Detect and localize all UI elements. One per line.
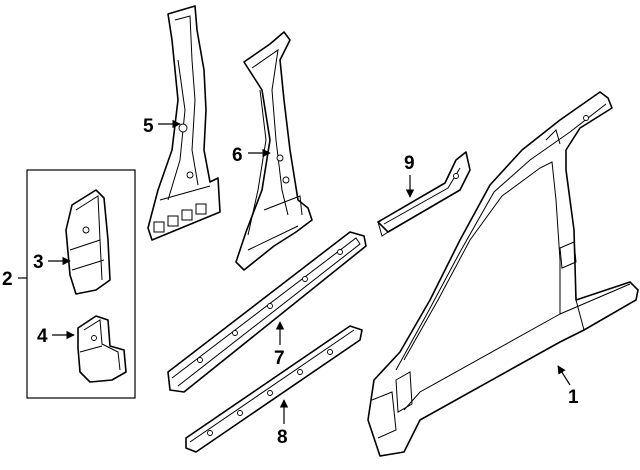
callout-7: 7 [274,348,285,369]
part-8-rocker-strip [185,325,363,453]
callout-1: 1 [568,387,579,408]
callout-5: 5 [143,116,154,137]
callout-9: 9 [404,153,415,174]
part-5-a-pillar-inner [147,5,221,241]
callout-6: 6 [232,145,243,166]
callout-1-arrow [557,365,571,386]
part-6-b-pillar-inner [235,31,313,271]
part-9-reinforcement [377,151,471,237]
part-4-bracket [77,315,127,383]
part-1-body-side-outer [367,91,639,457]
callout-4: 4 [37,326,48,347]
callout-8: 8 [277,427,288,448]
part-3-bracket [65,189,111,295]
callout-2: 2 [2,269,13,290]
group-box [26,169,136,399]
part-7-inner-rocker [167,231,367,393]
callout-3: 3 [33,252,44,273]
